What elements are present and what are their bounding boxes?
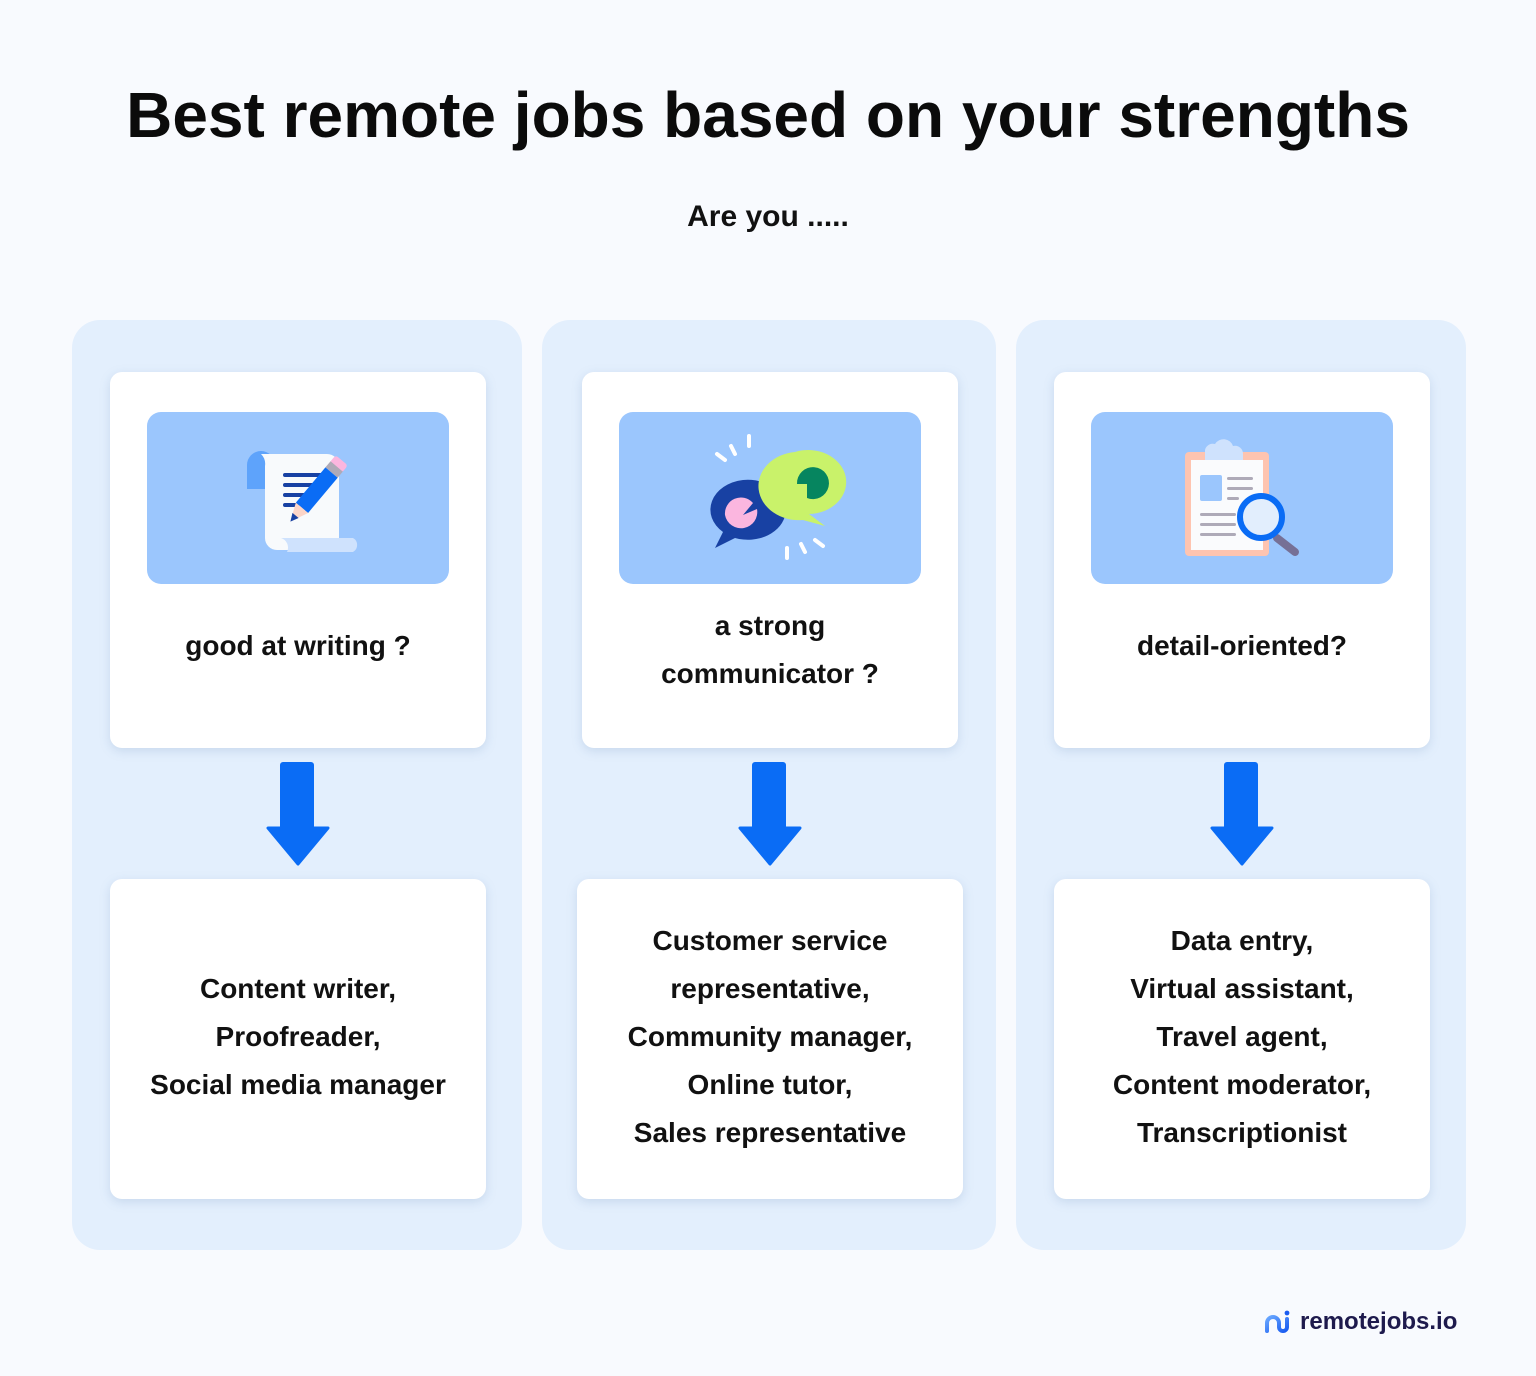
logo-text: remotejobs.io	[1300, 1308, 1458, 1335]
question-text: good at writing ?	[110, 622, 486, 670]
job-item: Online tutor,	[687, 1069, 853, 1100]
question-text: detail-oriented?	[1054, 622, 1430, 670]
jobs-list: Customer service representative, Communi…	[577, 917, 963, 1157]
job-item: Social media manager	[150, 1069, 446, 1100]
job-item: Content writer,	[199, 973, 396, 1004]
arrow-down-icon	[738, 762, 802, 866]
jobs-list: Content writer, Proofreader, Social medi…	[110, 965, 486, 1109]
column-detail: detail-oriented? Data entry, Virtual ass…	[1016, 320, 1466, 1250]
clipboard-magnifier-icon	[1185, 439, 1299, 556]
job-item: Content moderator,	[1112, 1069, 1372, 1100]
job-item: representative,	[670, 973, 870, 1004]
job-item: Customer service	[652, 925, 888, 956]
question-line: communicator ?	[661, 658, 879, 689]
page-title: Best remote jobs based on your strengths	[126, 79, 1410, 151]
remotejobs-logo-icon	[1265, 1310, 1290, 1333]
illustration-detail	[1091, 412, 1393, 584]
job-item: Community manager,	[627, 1021, 913, 1052]
jobs-card-detail: Data entry, Virtual assistant, Travel ag…	[1054, 879, 1430, 1199]
arrow-down-icon	[266, 762, 330, 866]
job-item: Virtual assistant,	[1130, 973, 1354, 1004]
job-item: Transcriptionist	[1136, 1117, 1348, 1148]
jobs-card-communication: Customer service representative, Communi…	[577, 879, 963, 1199]
question-card-communication: a strong communicator ?	[582, 372, 958, 748]
writing-scroll-pencil-icon	[247, 451, 358, 552]
illustration-communication	[619, 412, 921, 584]
job-item: Travel agent,	[1156, 1021, 1328, 1052]
job-item: Data entry,	[1170, 925, 1314, 956]
job-item: Sales representative	[633, 1117, 907, 1148]
question-line: a strong	[714, 610, 826, 641]
question-card-writing: good at writing ?	[110, 372, 486, 748]
job-item: Proofreader,	[215, 1021, 381, 1052]
jobs-card-writing: Content writer, Proofreader, Social medi…	[110, 879, 486, 1199]
speech-bubbles-icon	[710, 434, 847, 560]
column-communication: a strong communicator ? Customer service…	[542, 320, 996, 1250]
question-line: detail-oriented?	[1136, 630, 1347, 661]
question-line: good at writing ?	[185, 630, 411, 661]
question-card-detail: detail-oriented?	[1054, 372, 1430, 748]
brand-logo[interactable]: remotejobs.io	[1264, 1308, 1457, 1336]
jobs-list: Data entry, Virtual assistant, Travel ag…	[1054, 917, 1430, 1157]
arrow-down-icon	[1210, 762, 1274, 866]
page-subtitle: Are you .....	[687, 200, 849, 233]
column-writing: good at writing ? Content writer, Proofr…	[72, 320, 522, 1250]
illustration-writing	[147, 412, 449, 584]
question-text: a strong communicator ?	[582, 602, 958, 698]
